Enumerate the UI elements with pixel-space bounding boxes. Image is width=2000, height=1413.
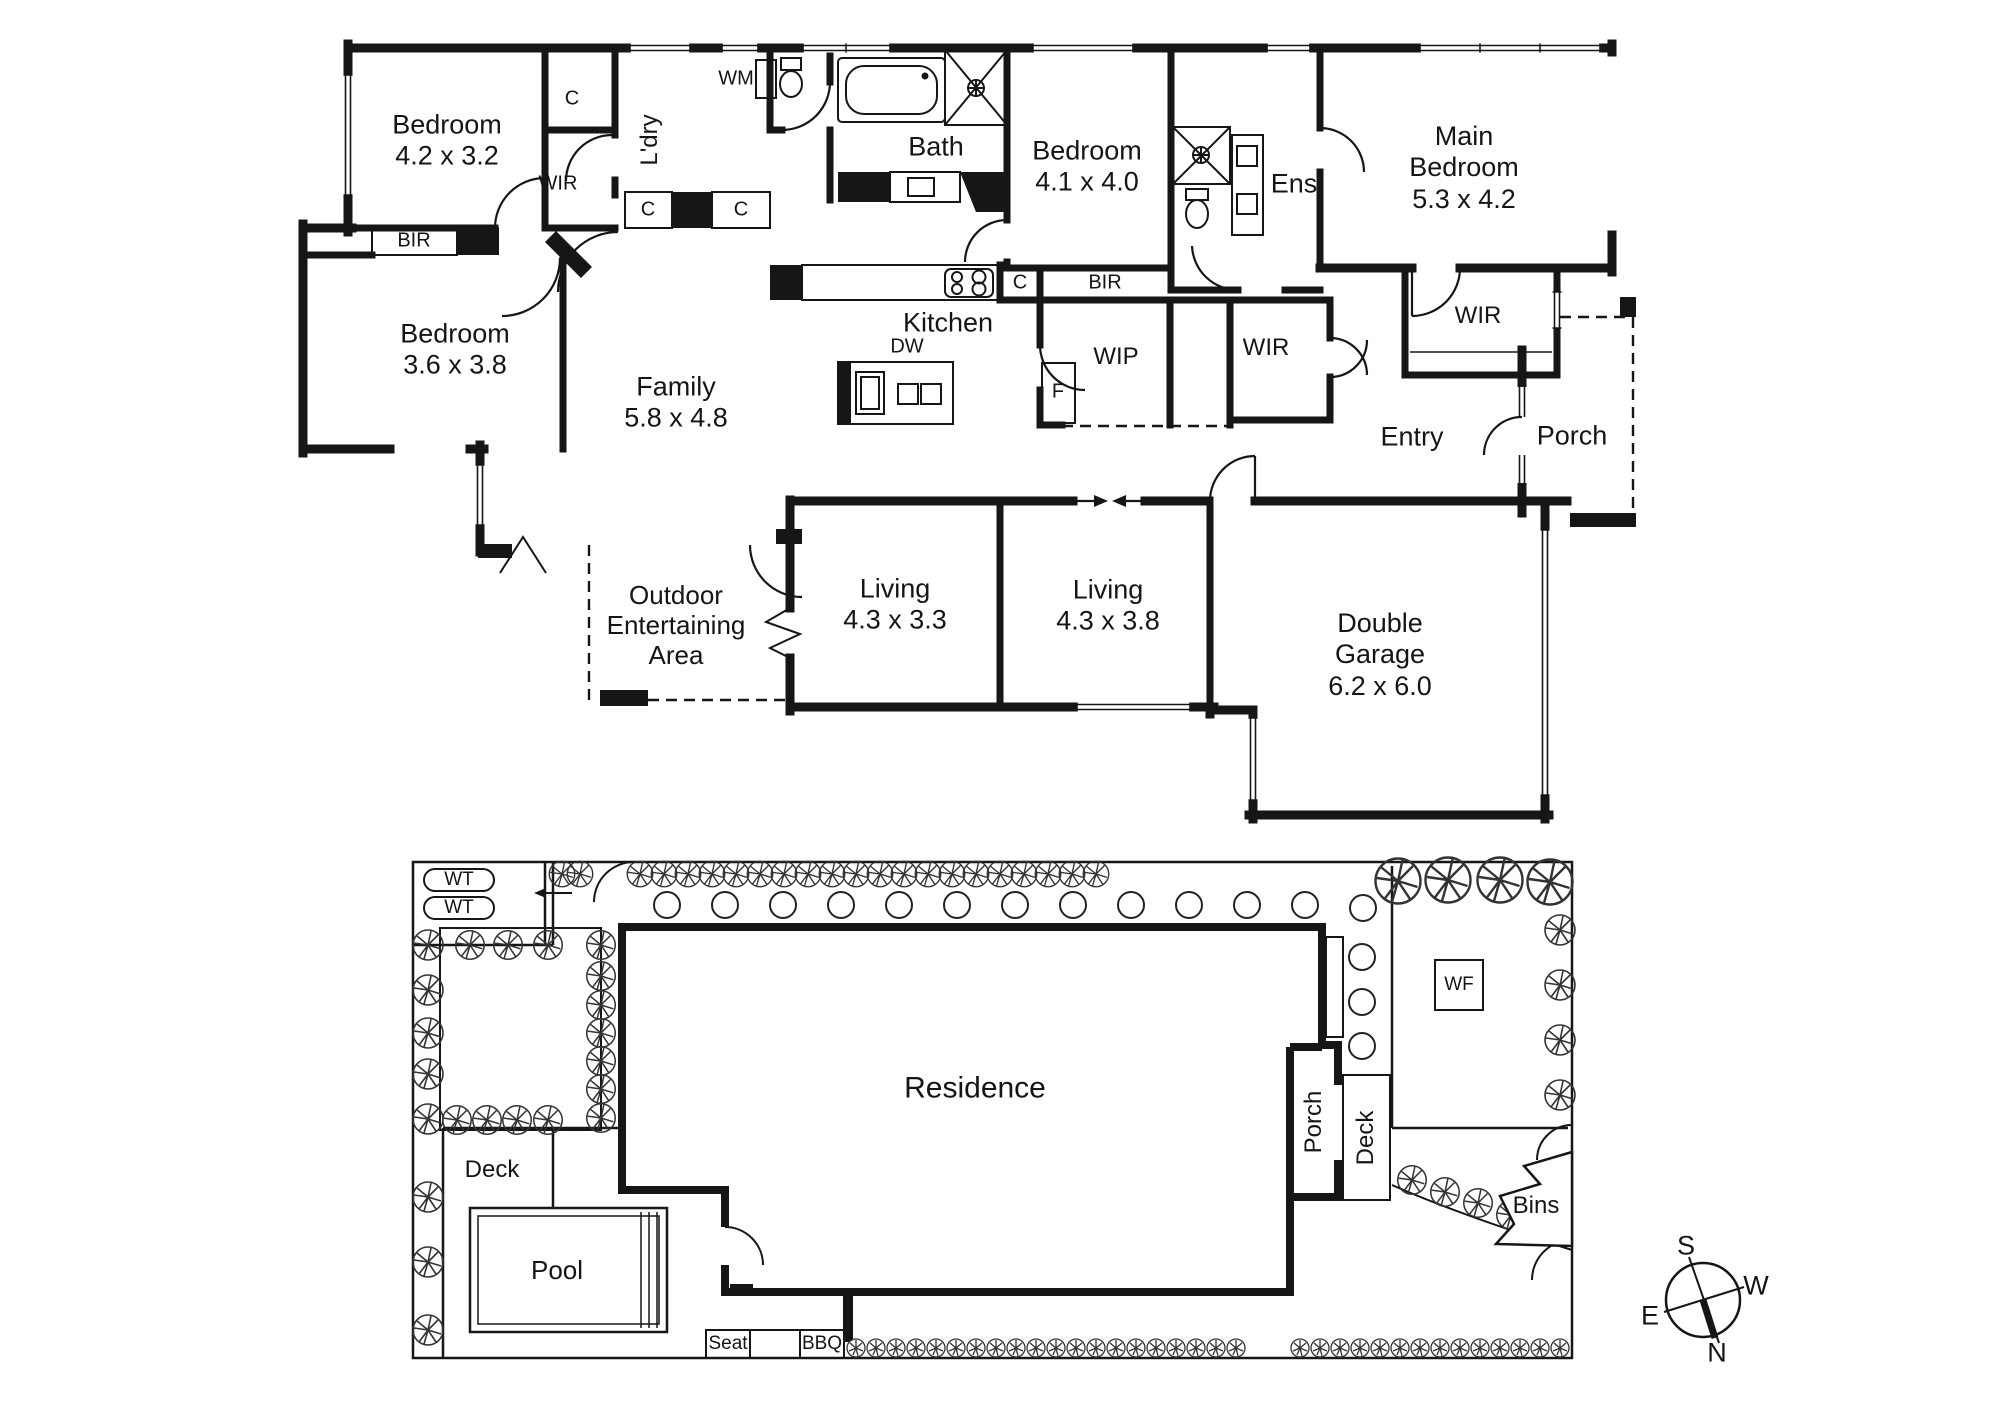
- exterior-walls-layer: [298, 39, 1617, 824]
- upper-floor-plan: [298, 39, 1636, 824]
- room-label-family: Family 5.8 x 4.8: [624, 372, 728, 435]
- water-tank-label-1: WT: [444, 868, 474, 890]
- room-name: Main: [1434, 121, 1494, 152]
- room-dims: 3.6 x 3.8: [403, 350, 507, 380]
- room-name: Entertaining: [606, 609, 746, 640]
- water-tank-label-2: WT: [444, 896, 474, 918]
- residence-label: Residence: [904, 1071, 1046, 1105]
- room-name: Outdoor: [629, 579, 723, 610]
- room-name: Family: [636, 371, 716, 402]
- room-name: Bedroom: [400, 318, 510, 349]
- dishwasher-label: DW: [890, 335, 924, 358]
- compass-east-label: E: [1640, 1300, 1660, 1331]
- room-name: Bedroom: [1032, 135, 1142, 166]
- garden-trees: [412, 856, 1576, 1346]
- room-label-main-bedroom: Main Bedroom 5.3 x 4.2: [1409, 121, 1519, 215]
- room-name: Living: [859, 573, 931, 604]
- wir-label-bed1: WIR: [538, 172, 578, 195]
- bbq-label: BBQ: [801, 1332, 843, 1354]
- room-label-bedroom2: Bedroom 4.1 x 4.0: [1032, 136, 1142, 199]
- hedge-row: [846, 1338, 1570, 1358]
- bir-label-bed3: BIR: [397, 229, 431, 252]
- sliding-door-arrows: [1074, 495, 1146, 507]
- cupboard-label-laundry: C: [640, 198, 656, 221]
- room-name: Area: [648, 640, 704, 671]
- cupboard-label-hall: C: [733, 198, 749, 221]
- break-lines: [499, 535, 803, 659]
- fixtures-layer: [371, 49, 1552, 425]
- washing-machine-label: WM: [718, 67, 754, 90]
- pool-deck: [468, 1206, 845, 1359]
- room-label-living2: Living 4.3 x 3.8: [1056, 575, 1160, 638]
- room-label-bath: Bath: [908, 131, 964, 162]
- room-dims: 4.1 x 4.0: [1035, 167, 1139, 197]
- room-label-kitchen: Kitchen: [902, 307, 994, 338]
- room-label-porch: Porch: [1536, 420, 1608, 451]
- wip-label: WIP: [1093, 343, 1139, 371]
- site-plan: [411, 856, 1576, 1360]
- cupboard-label-kitchen: C: [1012, 271, 1028, 294]
- room-label-bedroom3: Bedroom 3.6 x 3.8: [400, 319, 510, 382]
- closet-label-bed1: C: [564, 87, 580, 110]
- compass-west-label: W: [1743, 1270, 1769, 1301]
- doors-layer: [493, 81, 1523, 599]
- wir-label-main: WIR: [1454, 302, 1502, 330]
- fridge-label: F: [1051, 380, 1065, 403]
- water-feature-label: WF: [1444, 973, 1474, 995]
- compass-north-label: N: [1707, 1337, 1727, 1368]
- room-dims: 5.8 x 4.8: [624, 403, 728, 433]
- room-name: Bedroom: [392, 109, 502, 140]
- bins-nook: [1493, 1150, 1574, 1248]
- room-dims: 5.3 x 4.2: [1412, 183, 1516, 214]
- room-dims: 4.3 x 3.8: [1056, 606, 1160, 636]
- room-name: Double: [1337, 608, 1423, 639]
- room-dims: 4.2 x 3.2: [395, 141, 499, 171]
- room-name: Bedroom: [1409, 152, 1519, 183]
- bir-label-bed2: BIR: [1088, 271, 1122, 294]
- wir-label-hall: WIR: [1242, 334, 1290, 362]
- bins-label: Bins: [1512, 1192, 1560, 1220]
- site-deck-label: Deck: [464, 1156, 520, 1184]
- compass-icon: [1663, 1256, 1745, 1344]
- room-label-ens: Ens: [1270, 168, 1318, 199]
- water-tanks: [423, 868, 572, 920]
- laundry-label: L'dry: [636, 114, 664, 166]
- room-label-entry: Entry: [1380, 421, 1444, 452]
- room-name: Garage: [1334, 639, 1426, 670]
- windows-layer: [343, 43, 1601, 801]
- room-name: Living: [1072, 574, 1144, 605]
- room-label-living1: Living 4.3 x 3.3: [843, 574, 947, 637]
- site-boundary: [411, 860, 1574, 1360]
- room-label-garage: Double Garage 6.2 x 6.0: [1328, 608, 1432, 702]
- site-porch-label: Porch: [1300, 1090, 1328, 1154]
- compass-south-label: S: [1676, 1230, 1696, 1261]
- site-deck-side-label: Deck: [1352, 1110, 1380, 1166]
- room-dims: 6.2 x 6.0: [1328, 670, 1432, 701]
- room-label-outdoor-area: Outdoor Entertaining Area: [607, 580, 746, 670]
- seat-label: Seat: [708, 1332, 748, 1354]
- dashed-boundaries: [587, 315, 1635, 702]
- residence-outline: [618, 923, 1391, 1342]
- room-dims: 4.3 x 3.3: [843, 605, 947, 635]
- wall-masses-layer: [457, 172, 1636, 706]
- water-feature-box: [1434, 959, 1484, 1011]
- pool-label: Pool: [530, 1254, 584, 1285]
- room-label-bedroom1: Bedroom 4.2 x 3.2: [392, 110, 502, 173]
